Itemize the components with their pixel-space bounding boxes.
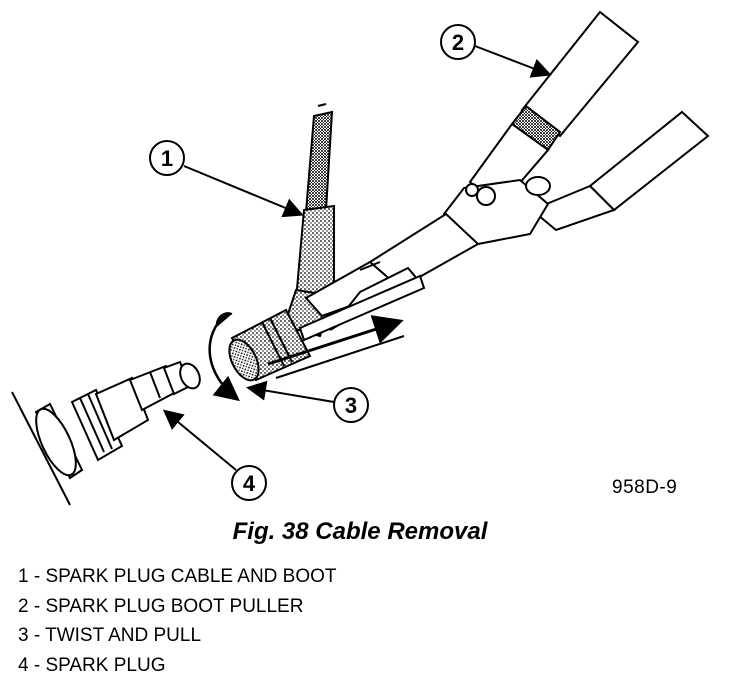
callout-1-number: 1 — [161, 146, 173, 171]
spark-plug-boot-puller — [298, 10, 710, 342]
legend-item: 2 - SPARK PLUG BOOT PULLER — [18, 595, 304, 617]
callout-2: 2 — [440, 24, 552, 78]
twist-arrow — [208, 312, 240, 402]
figure-code: 958D-9 — [612, 477, 678, 498]
legend-item: 4 - SPARK PLUG — [18, 654, 166, 676]
legend-item: 1 - SPARK PLUG CABLE AND BOOT — [18, 566, 337, 587]
legend-item: 3 - TWIST AND PULL — [18, 625, 202, 646]
engine-surface — [11, 391, 71, 506]
callout-2-number: 2 — [452, 30, 464, 55]
callout-3: 3 — [246, 380, 369, 423]
callout-4: 4 — [162, 409, 267, 501]
pull-arrow — [267, 315, 405, 379]
figure-caption: Fig. 38 Cable Removal — [232, 518, 488, 545]
spark-plug — [34, 360, 201, 480]
callout-4-number: 4 — [243, 471, 256, 496]
cable-removal-illustration: 1 2 3 4 — [11, 10, 710, 506]
spark-plug-cable-and-boot — [228, 103, 336, 382]
callout-3-number: 3 — [345, 393, 357, 418]
legend: 1 - SPARK PLUG CABLE AND BOOT 2 - SPARK … — [18, 562, 337, 680]
callout-1: 1 — [149, 140, 304, 218]
